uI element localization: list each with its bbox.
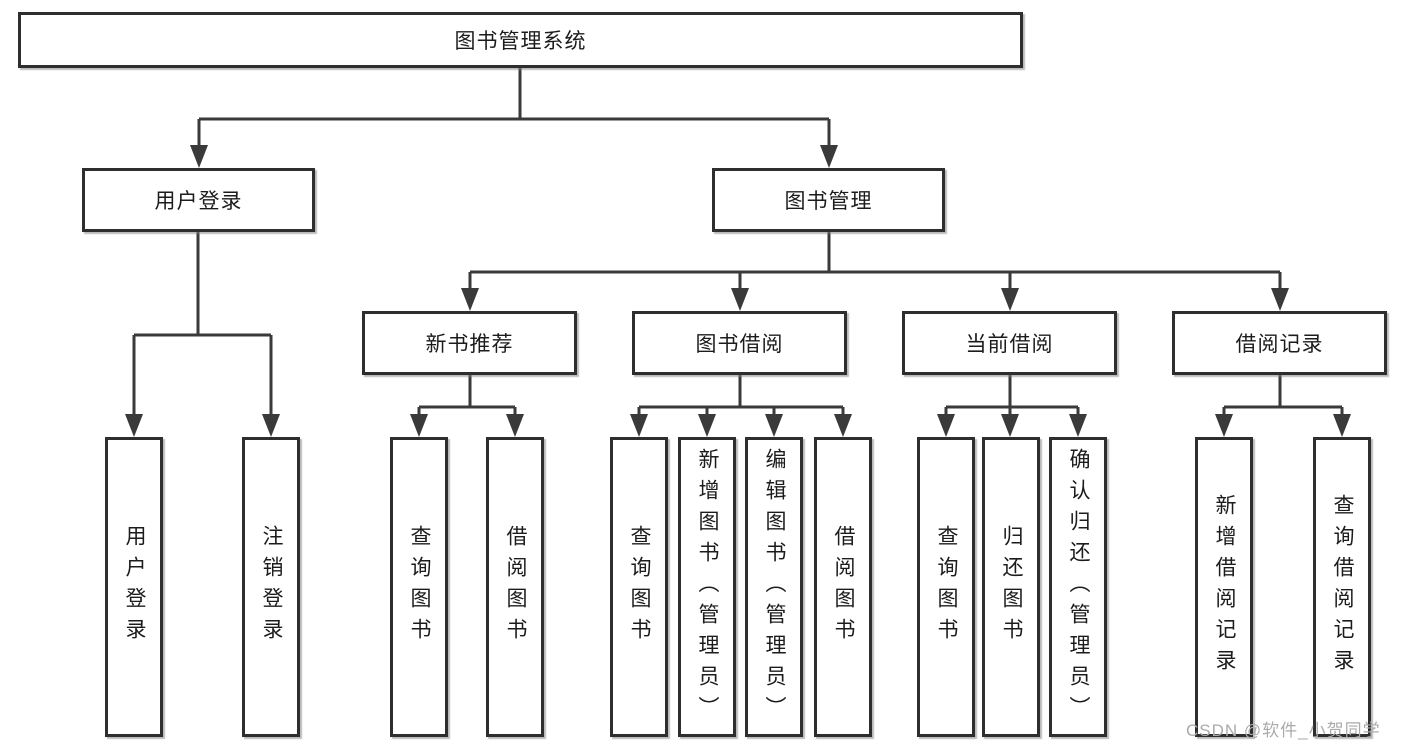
leaf-query-borrow-record-label: 查询借阅记录 <box>1331 494 1355 680</box>
leaf-query-books-current: 查询图书 <box>917 437 975 737</box>
node-user-login-label: 用户登录 <box>154 190 243 213</box>
node-borrow-records-label: 借阅记录 <box>1235 333 1324 356</box>
leaf-add-book-admin: 新增图书（管理员） <box>678 437 736 737</box>
node-book-management-label: 图书管理 <box>784 190 873 213</box>
leaf-borrow-books-borrow-label: 借阅图书 <box>832 525 856 649</box>
leaf-return-book-label: 归还图书 <box>1000 525 1024 649</box>
leaf-edit-book-admin: 编辑图书（管理员） <box>745 437 803 737</box>
leaf-query-borrow-record: 查询借阅记录 <box>1313 437 1371 737</box>
node-user-login: 用户登录 <box>82 168 315 232</box>
leaf-add-borrow-record-label: 新增借阅记录 <box>1213 494 1237 680</box>
node-new-book-recommend-label: 新书推荐 <box>425 333 514 356</box>
leaf-query-books-recommend-label: 查询图书 <box>408 525 432 649</box>
node-borrow-records: 借阅记录 <box>1172 311 1387 375</box>
node-book-borrow-label: 图书借阅 <box>695 333 784 356</box>
node-current-borrow: 当前借阅 <box>902 311 1117 375</box>
arrowheads <box>125 145 1351 437</box>
leaf-query-books-borrow-label: 查询图书 <box>628 525 652 649</box>
leaf-logout: 注销登录 <box>242 437 300 737</box>
node-root-label: 图书管理系统 <box>454 30 587 53</box>
leaf-borrow-books-borrow: 借阅图书 <box>814 437 872 737</box>
node-book-borrow: 图书借阅 <box>632 311 847 375</box>
leaf-edit-book-admin-label: 编辑图书（管理员） <box>763 447 787 727</box>
leaf-confirm-return-admin: 确认归还（管理员） <box>1049 437 1107 737</box>
leaf-add-book-admin-label: 新增图书（管理员） <box>696 447 720 727</box>
leaf-user-login-label: 用户登录 <box>123 525 147 649</box>
leaf-confirm-return-admin-label: 确认归还（管理员） <box>1067 447 1091 727</box>
leaf-borrow-books-recommend: 借阅图书 <box>486 437 544 737</box>
node-current-borrow-label: 当前借阅 <box>965 333 1054 356</box>
node-root: 图书管理系统 <box>18 12 1023 68</box>
leaf-user-login: 用户登录 <box>105 437 163 737</box>
leaf-query-books-current-label: 查询图书 <box>935 525 959 649</box>
leaf-borrow-books-recommend-label: 借阅图书 <box>504 525 528 649</box>
leaf-return-book: 归还图书 <box>982 437 1040 737</box>
leaf-logout-label: 注销登录 <box>260 525 284 649</box>
watermark-text: CSDN @软件_小贺同学 <box>1186 721 1381 740</box>
leaf-query-books-borrow: 查询图书 <box>610 437 668 737</box>
node-book-management: 图书管理 <box>712 168 945 232</box>
node-new-book-recommend: 新书推荐 <box>362 311 577 375</box>
leaf-query-books-recommend: 查询图书 <box>390 437 448 737</box>
leaf-add-borrow-record: 新增借阅记录 <box>1195 437 1253 737</box>
